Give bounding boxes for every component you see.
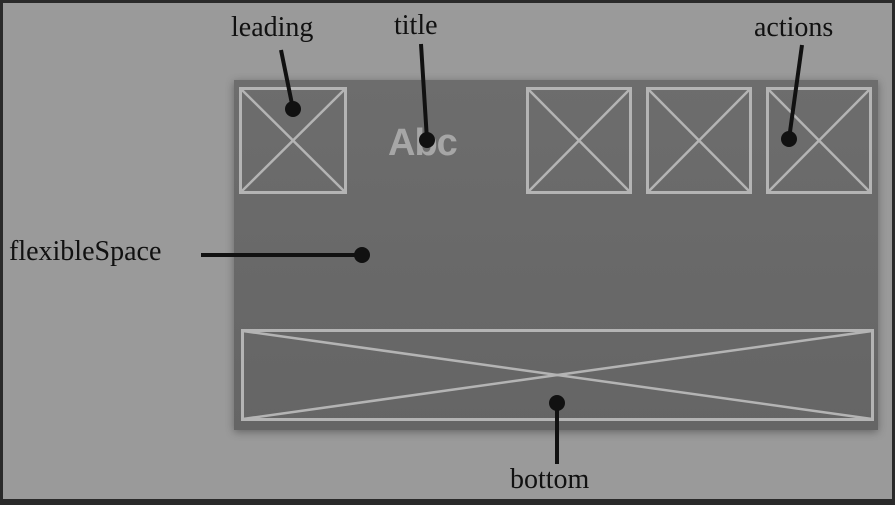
- placeholder-crosses: [240, 88, 873, 421]
- leading-placeholder: [239, 87, 347, 194]
- leading-label: leading: [231, 12, 314, 43]
- title-dot: [419, 132, 435, 148]
- actions-label: actions: [754, 12, 834, 43]
- flexible-space-label: flexibleSpace: [9, 236, 162, 267]
- callout-lines: [201, 43, 804, 464]
- action1-cross-2: [527, 88, 631, 193]
- bottom-label: bottom: [510, 464, 590, 495]
- title-callout-line: [419, 43, 429, 141]
- bottom-dot: [549, 395, 565, 411]
- action3-cross-2: [767, 88, 871, 193]
- action-placeholder-3: [766, 87, 872, 194]
- flexible-space-dot: [354, 247, 370, 263]
- action-placeholder-1: [526, 87, 632, 194]
- actions-callout-line: [787, 44, 804, 140]
- action2-cross-2: [647, 88, 751, 193]
- action-placeholder-2: [646, 87, 752, 194]
- title-label: title: [394, 10, 438, 41]
- callout-dots: [285, 101, 797, 411]
- leading-callout-line: [279, 49, 295, 110]
- leading-cross-2: [240, 88, 346, 193]
- bottom-cross-2: [242, 329, 873, 421]
- leading-dot: [285, 101, 301, 117]
- actions-dot: [781, 131, 797, 147]
